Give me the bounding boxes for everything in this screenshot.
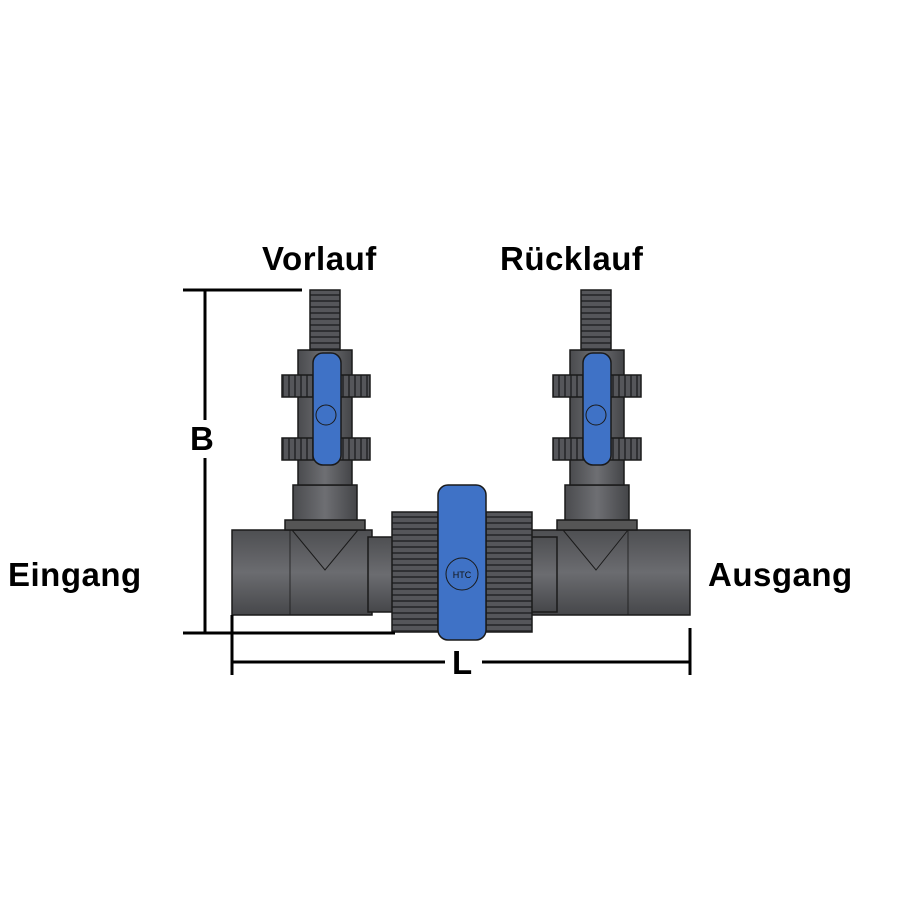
supply-valve [281,289,371,531]
logo: HTC [453,570,472,580]
supply-label: Vorlauf [262,240,377,277]
outlet-label: Ausgang [708,556,853,593]
dimension-lines [183,288,692,675]
central-ball-valve: HTC [391,484,533,641]
height-dimension-label: B [190,420,215,458]
length-dimension-label: L [452,644,473,681]
inlet-label: Eingang [8,556,142,593]
return-valve [552,289,642,531]
return-label: Rücklauf [500,240,644,277]
